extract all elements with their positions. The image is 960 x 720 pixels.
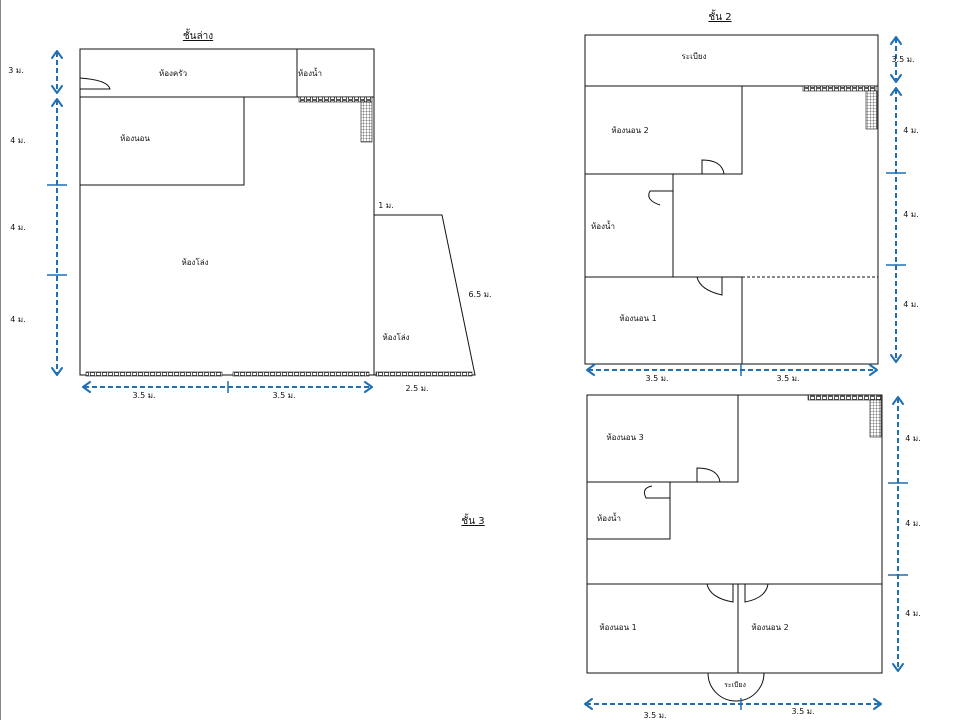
third-room-bedroom-3: ห้องนอน 3 — [606, 433, 643, 442]
ground-annex-rail — [375, 371, 473, 377]
ground-dim-left-2-label: 4 ม. — [10, 136, 25, 145]
ground-room-bedroom: ห้องนอน — [120, 134, 150, 143]
third-bedroom-3-door — [696, 467, 721, 483]
third-dim-bottom-head-left — [584, 698, 593, 710]
second-room-bedroom-2: ห้องนอน 2 — [611, 126, 648, 135]
second-dim-bottom-head-left — [586, 364, 595, 376]
second-dim-bottom-2-label: 3.5 ม. — [776, 374, 799, 383]
third-dim-bottom-2-label: 3.5 ม. — [791, 707, 814, 716]
third-dim-right-2-label: 4 ม. — [905, 519, 920, 528]
ground-room-annex: ห้องโล่ง — [382, 332, 409, 342]
ground-dim-annex-bottom-label: 2.5 ม. — [405, 384, 428, 393]
second-dim-right-main-head-top — [890, 87, 902, 96]
second-dim-right-1-head-top — [890, 36, 902, 45]
ground-stairs — [360, 101, 373, 143]
ground-dim-bottom-head-right — [364, 381, 373, 393]
second-dim-right-2-label: 4 ม. — [903, 126, 918, 135]
third-floor-title: ชั้น 3 — [461, 513, 484, 527]
third-room-bedroom-1: ห้องนอน 1 — [599, 623, 636, 632]
ground-dim-left-main-head-bottom — [51, 367, 63, 376]
third-dim-right-head-bottom — [892, 663, 904, 672]
ground-dim-left-main-head-top — [51, 98, 63, 107]
second-room-bathroom: ห้องน้ำ — [591, 220, 615, 231]
third-dim-bottom-head-right — [873, 698, 882, 710]
second-dim-bottom-head-right — [869, 364, 878, 376]
ground-front-rail-2 — [232, 371, 370, 377]
second-stairs — [865, 90, 878, 130]
ground-dim-bottom-1-label: 3.5 ม. — [132, 391, 155, 400]
second-dim-bottom-1-label: 3.5 ม. — [645, 374, 668, 383]
ground-stair-rail — [298, 96, 373, 103]
third-dim-right-3-label: 4 ม. — [905, 609, 920, 618]
third-stairs — [869, 399, 882, 438]
second-floor-plan: ชั้น 2 ระเบียง ห้องนอน 2 ห้องน้ำ ห้องนอน… — [584, 9, 919, 383]
third-room-bedroom-2: ห้องนอน 2 — [751, 623, 788, 632]
second-dim-right-4-label: 4 ม. — [903, 300, 918, 309]
third-room-balcony: ระเบียง — [724, 681, 746, 689]
ground-outer-wall — [79, 48, 375, 376]
second-floor-title: ชั้น 2 — [708, 9, 731, 23]
second-bathroom-door — [648, 190, 673, 206]
ground-dim-left-4-label: 4 ม. — [10, 315, 25, 324]
second-dim-right-1-label: 3.5 ม. — [891, 55, 914, 64]
second-room-balcony: ระเบียง — [682, 52, 707, 61]
second-dim-right-main-head-bottom — [890, 354, 902, 363]
third-dim-right-1-label: 4 ม. — [905, 434, 920, 443]
ground-bedroom-wall — [79, 96, 245, 186]
ground-annex-wall — [374, 214, 476, 376]
ground-dim-left-1-head-bottom — [51, 85, 63, 94]
third-bathroom-wall — [586, 481, 671, 540]
third-dim-bottom-1-label: 3.5 ม. — [643, 711, 666, 720]
third-dim-right-head-top — [892, 396, 904, 405]
ground-dim-bottom-head-left — [82, 381, 91, 393]
third-stair-rail — [807, 394, 882, 401]
ground-dim-left-1-head-top — [51, 50, 63, 59]
ground-dim-left-3-label: 4 ม. — [10, 223, 25, 232]
second-bedroom-2-wall — [584, 85, 743, 175]
third-bedroom-2-wall — [737, 583, 883, 674]
ground-room-living: ห้องโล่ง — [181, 257, 208, 267]
second-stair-rail — [802, 85, 877, 92]
ground-kitchen-door — [79, 77, 111, 90]
second-bedroom-1-door — [696, 276, 723, 296]
third-bedroom-2-door — [744, 583, 769, 603]
third-balcony-wall — [707, 672, 765, 702]
ground-dim-left-1-label: 3 ม. — [8, 66, 23, 75]
third-floor-plan: ชั้น 3 ห้องนอน 3 ห้องน้ำ ห้องนอน 1 ห้องน… — [461, 394, 921, 720]
ground-room-bathroom: ห้องน้ำ — [298, 67, 322, 78]
ground-room-kitchen: ห้องครัว — [159, 69, 187, 78]
second-bedroom-2-door — [701, 159, 725, 175]
third-bathroom-door — [644, 485, 670, 499]
ground-dim-bottom-2-label: 3.5 ม. — [272, 391, 295, 400]
ground-front-rail-1 — [85, 371, 223, 377]
ground-floor-plan: ชั้นล่าง ห้องครัว ห้องน้ำ ห้องนอน ห้องโล… — [8, 28, 491, 400]
second-dim-right-3-label: 4 ม. — [903, 210, 918, 219]
second-room-bedroom-1: ห้องนอน 1 — [619, 314, 656, 323]
ground-floor-title: ชั้นล่าง — [183, 28, 213, 42]
ground-dim-annex-top-label: 1 ม. — [378, 201, 393, 210]
third-room-bathroom: ห้องน้ำ — [597, 512, 621, 523]
second-dim-right-1-head-bottom — [890, 74, 902, 83]
ground-dim-annex-side-label: 6.5 ม. — [468, 290, 491, 299]
third-bedroom-1-door — [706, 583, 734, 603]
